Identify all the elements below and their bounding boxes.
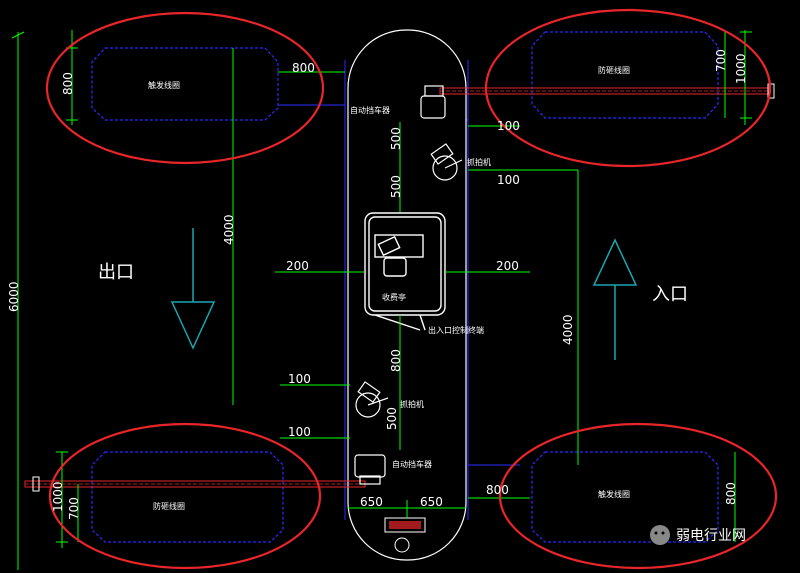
toll-booth (364, 212, 446, 331)
dim-100-lower-b: 100 (288, 425, 311, 439)
dim-500-lower: 500 (385, 407, 399, 430)
label-toll-booth: 收费亭 (382, 292, 406, 302)
dim-100-upper-a: 100 (497, 119, 520, 133)
dimension-lines (11, 30, 752, 570)
auto-barrier-units (354, 85, 446, 485)
dim-200-right: 200 (496, 259, 519, 273)
dim-500-upper-b: 500 (389, 175, 403, 198)
label-exit: 出口 (98, 262, 134, 283)
bottom-terminal (384, 517, 426, 553)
wechat-icon (650, 525, 670, 545)
dim-1000-bottom-left: 1000 (51, 481, 65, 512)
label-camera-top: 抓拍机 (467, 157, 491, 167)
direction-arrows (170, 228, 638, 360)
dim-700-top-right: 700 (714, 49, 728, 72)
label-auto-barrier-bottom: 自动挡车器 (392, 459, 432, 469)
dim-1000-top-right: 1000 (734, 53, 748, 84)
dim-700-bottom-left: 700 (67, 497, 81, 520)
dim-200-left: 200 (286, 259, 309, 273)
dim-650-left: 650 (360, 495, 383, 509)
dim-500-upper-a: 500 (389, 127, 403, 150)
dim-800-bottom-right: 800 (724, 482, 738, 505)
center-island (347, 29, 467, 561)
lane-lines (278, 60, 520, 520)
label-auto-barrier-top: 自动挡车器 (350, 105, 390, 115)
dim-100-upper-b: 100 (497, 173, 520, 187)
dim-4000-right: 4000 (561, 314, 575, 345)
dim-650-right: 650 (420, 495, 443, 509)
camera-icons (355, 143, 463, 418)
dim-800-mid: 800 (389, 349, 403, 372)
label-camera-bottom: 抓拍机 (400, 399, 424, 409)
watermark: 弱电行业网 (650, 525, 746, 545)
dim-800-top-left: 800 (292, 61, 315, 75)
dim-800-left-vert: 800 (61, 72, 75, 95)
dim-4000-left: 4000 (222, 214, 236, 245)
highlight-ellipses (45, 8, 778, 570)
label-anti-smash-coil-top: 防砸线圈 (598, 65, 630, 75)
label-trigger-coil-bottom: 触发线圈 (598, 489, 630, 499)
label-anti-smash-coil-bottom: 防砸线圈 (153, 501, 185, 511)
watermark-text: 弱电行业网 (676, 528, 746, 544)
label-control-terminal: 出入口控制终端 (428, 325, 484, 335)
dim-100-lower-a: 100 (288, 372, 311, 386)
dim-800-bottom-mid: 800 (486, 483, 509, 497)
label-entrance: 入口 (652, 284, 688, 305)
dim-6000-left: 6000 (7, 281, 21, 312)
label-trigger-coil-top: 触发线圈 (148, 80, 180, 90)
